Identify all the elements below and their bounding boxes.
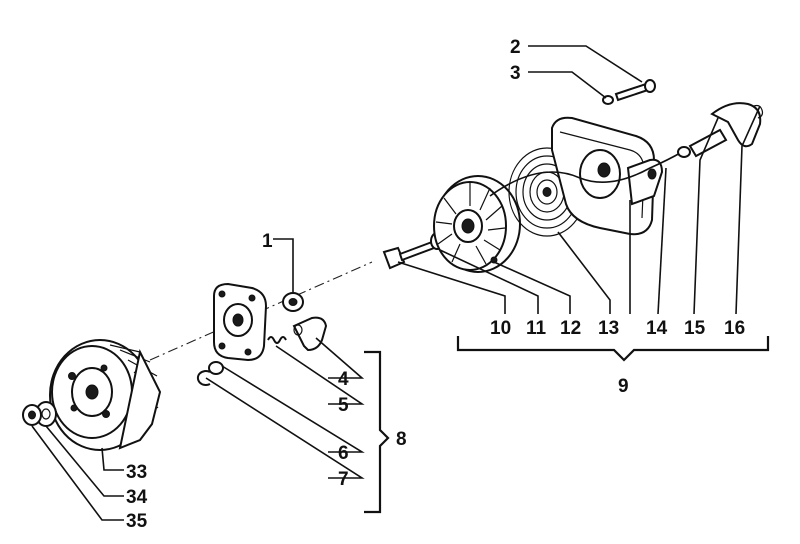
callout-3: 3	[510, 63, 521, 84]
starter-housing-9	[551, 116, 664, 236]
callout-14: 14	[646, 318, 668, 339]
callout-9: 9	[618, 376, 629, 397]
callout-8: 8	[396, 429, 407, 450]
callout-10: 10	[490, 318, 511, 339]
callout-35: 35	[126, 511, 148, 532]
flywheel-fan-housing	[49, 339, 162, 451]
spring-5	[267, 336, 287, 344]
pawl-carrier-plate	[213, 282, 268, 362]
callout-15: 15	[684, 318, 706, 339]
callout-4: 4	[338, 369, 349, 390]
callout-2: 2	[510, 37, 521, 58]
bracket-group-9	[456, 336, 770, 362]
rope-grommet-14	[677, 146, 691, 158]
callout-7: 7	[338, 469, 349, 490]
callout-1: 1	[262, 231, 273, 252]
screw-2	[614, 79, 656, 102]
callout-11: 11	[526, 318, 547, 339]
bracket-group-8	[364, 350, 390, 514]
callout-6: 6	[338, 443, 349, 464]
starter-rope	[489, 151, 683, 197]
nut-1	[282, 292, 304, 312]
rope-pulley-12	[433, 175, 521, 273]
callout-12: 12	[560, 318, 581, 339]
pawl-4	[292, 316, 328, 352]
circlip-7	[196, 370, 211, 386]
nut-35	[22, 404, 42, 426]
leader-lines	[31, 45, 761, 521]
callout-5: 5	[338, 395, 349, 416]
bolt-10	[382, 240, 436, 270]
callout-16: 16	[724, 318, 745, 339]
circlip-6	[208, 361, 224, 375]
callout-34: 34	[126, 487, 148, 508]
callout-33: 33	[126, 462, 147, 483]
callout-13: 13	[598, 318, 619, 339]
